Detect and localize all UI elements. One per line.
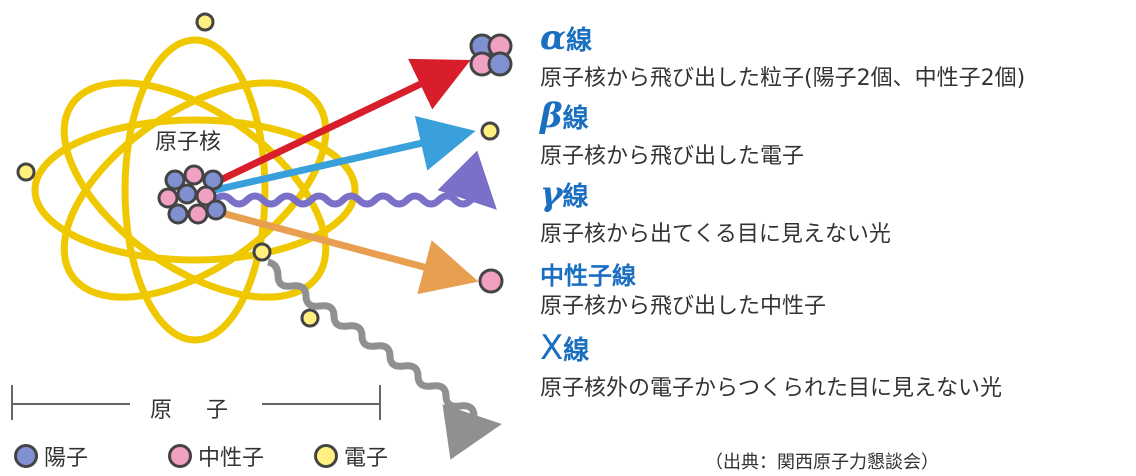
beta-electron xyxy=(480,121,500,141)
beta-arrow xyxy=(214,115,476,194)
gamma-description: 原子核から出てくる目に見えない光 xyxy=(540,222,891,247)
legend-neutron: 中性子 xyxy=(168,440,264,472)
legend-proton-label: 陽子 xyxy=(44,446,89,471)
source-credit: （出典：関西原子力懇談会） xyxy=(705,452,939,473)
nucleus-label: 原子核 xyxy=(155,130,222,155)
gamma-title: γ線 xyxy=(540,174,588,214)
gamma-suffix: 線 xyxy=(562,182,589,212)
alpha-particle xyxy=(469,33,513,77)
nucleus xyxy=(157,164,227,225)
atom-bracket xyxy=(11,385,381,420)
legend-proton: 陽子 xyxy=(14,440,88,472)
alpha-suffix: 線 xyxy=(566,26,593,56)
beta-symbol: β xyxy=(540,96,563,136)
xray-wave xyxy=(267,258,502,460)
legend-electron-label: 電子 xyxy=(344,446,389,471)
neutron-arrow xyxy=(217,208,479,295)
alpha-title: α線 xyxy=(540,18,592,58)
neutron-swatch xyxy=(168,444,192,468)
xray-symbol: X xyxy=(540,328,564,368)
neutron-description: 原子核から飛び出した中性子 xyxy=(540,294,827,319)
proton-swatch xyxy=(14,444,38,468)
atom-label: 原 子 xyxy=(150,398,235,423)
orbit-electrons xyxy=(16,12,320,328)
xray-description: 原子核外の電子からつくられた目に見えない光 xyxy=(540,376,1003,401)
xray-title: X線 xyxy=(540,328,589,368)
beta-description: 原子核から飛び出した電子 xyxy=(540,144,805,169)
xray-suffix: 線 xyxy=(563,336,590,366)
neutron-title: 中性子線 xyxy=(540,262,636,290)
emitted-neutron xyxy=(478,268,504,294)
alpha-description: 原子核から飛び出した粒子(陽子2個、中性子2個) xyxy=(540,66,1026,91)
electron-swatch xyxy=(314,444,338,468)
gamma-symbol: γ xyxy=(540,174,563,214)
alpha-arrow xyxy=(208,58,471,189)
gamma-wave xyxy=(212,150,497,210)
legend-electron: 電子 xyxy=(314,440,388,472)
beta-suffix: 線 xyxy=(562,104,589,134)
beta-title: β線 xyxy=(540,96,589,136)
alpha-symbol: α xyxy=(540,18,567,58)
electron-orbits xyxy=(31,36,359,344)
legend-neutron-label: 中性子 xyxy=(198,446,265,471)
